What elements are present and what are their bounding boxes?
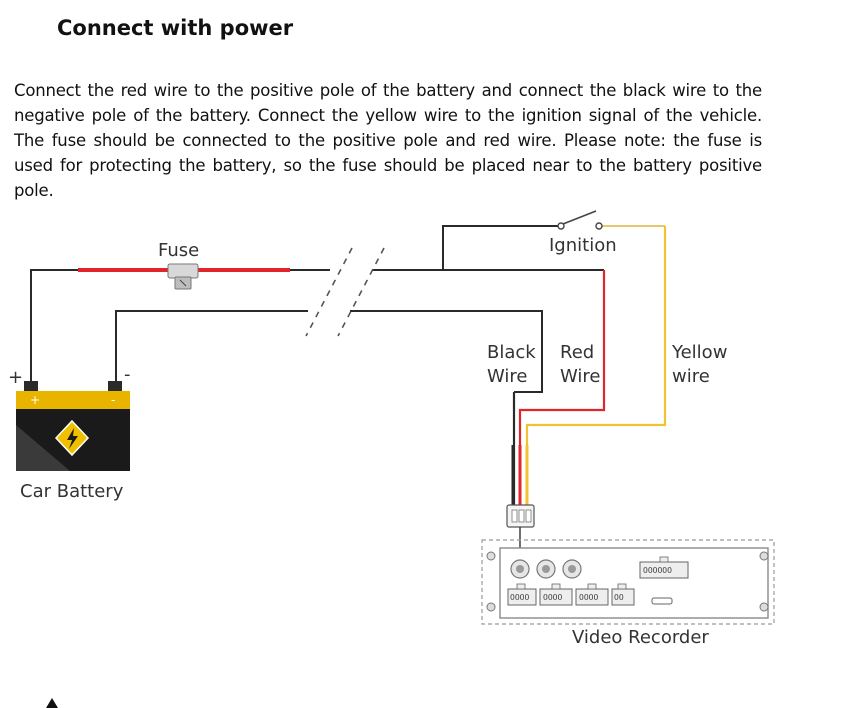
black-wire-label-line2: Wire xyxy=(487,366,527,387)
svg-text:OO: OO xyxy=(614,593,624,602)
svg-text:OOOO: OOOO xyxy=(543,593,562,602)
svg-text:OOOOOO: OOOOOO xyxy=(643,566,672,575)
wire-break-marks xyxy=(305,247,385,337)
fuse-label: Fuse xyxy=(158,240,199,261)
car-battery-icon: + - xyxy=(16,381,130,471)
fuse-icon xyxy=(167,263,199,290)
svg-text:-: - xyxy=(111,393,115,407)
video-recorder-icon: OOOOOO OOOO OOOO OOOO OO xyxy=(481,539,775,625)
ignition-label: Ignition xyxy=(549,235,617,256)
svg-text:+: + xyxy=(30,393,40,407)
red-wire xyxy=(518,270,606,505)
battery-negative-label: - xyxy=(124,364,131,385)
partial-arrow-icon xyxy=(46,698,58,708)
high-voltage-icon xyxy=(54,419,90,457)
svg-text:OOOO: OOOO xyxy=(579,593,598,602)
car-battery-label: Car Battery xyxy=(20,481,124,502)
ignition-line xyxy=(442,225,665,270)
svg-text:OOOO: OOOO xyxy=(510,593,529,602)
red-wire-label-line2: Wire xyxy=(560,366,600,387)
video-recorder-label: Video Recorder xyxy=(572,627,709,648)
yellow-wire-label-line2: wire xyxy=(672,366,710,387)
yellow-wire-label-line1: Yellow xyxy=(671,342,727,363)
page-title: Connect with power xyxy=(57,16,294,40)
red-wire-label-line1: Red xyxy=(560,342,594,363)
black-wire-label-line1: Black xyxy=(487,342,536,363)
battery-positive-label: + xyxy=(8,367,23,388)
negative-ground-line xyxy=(115,310,543,393)
wire-harness xyxy=(511,445,529,505)
ignition-switch-icon xyxy=(557,210,603,230)
instruction-paragraph: Connect the red wire to the positive pol… xyxy=(14,81,762,200)
